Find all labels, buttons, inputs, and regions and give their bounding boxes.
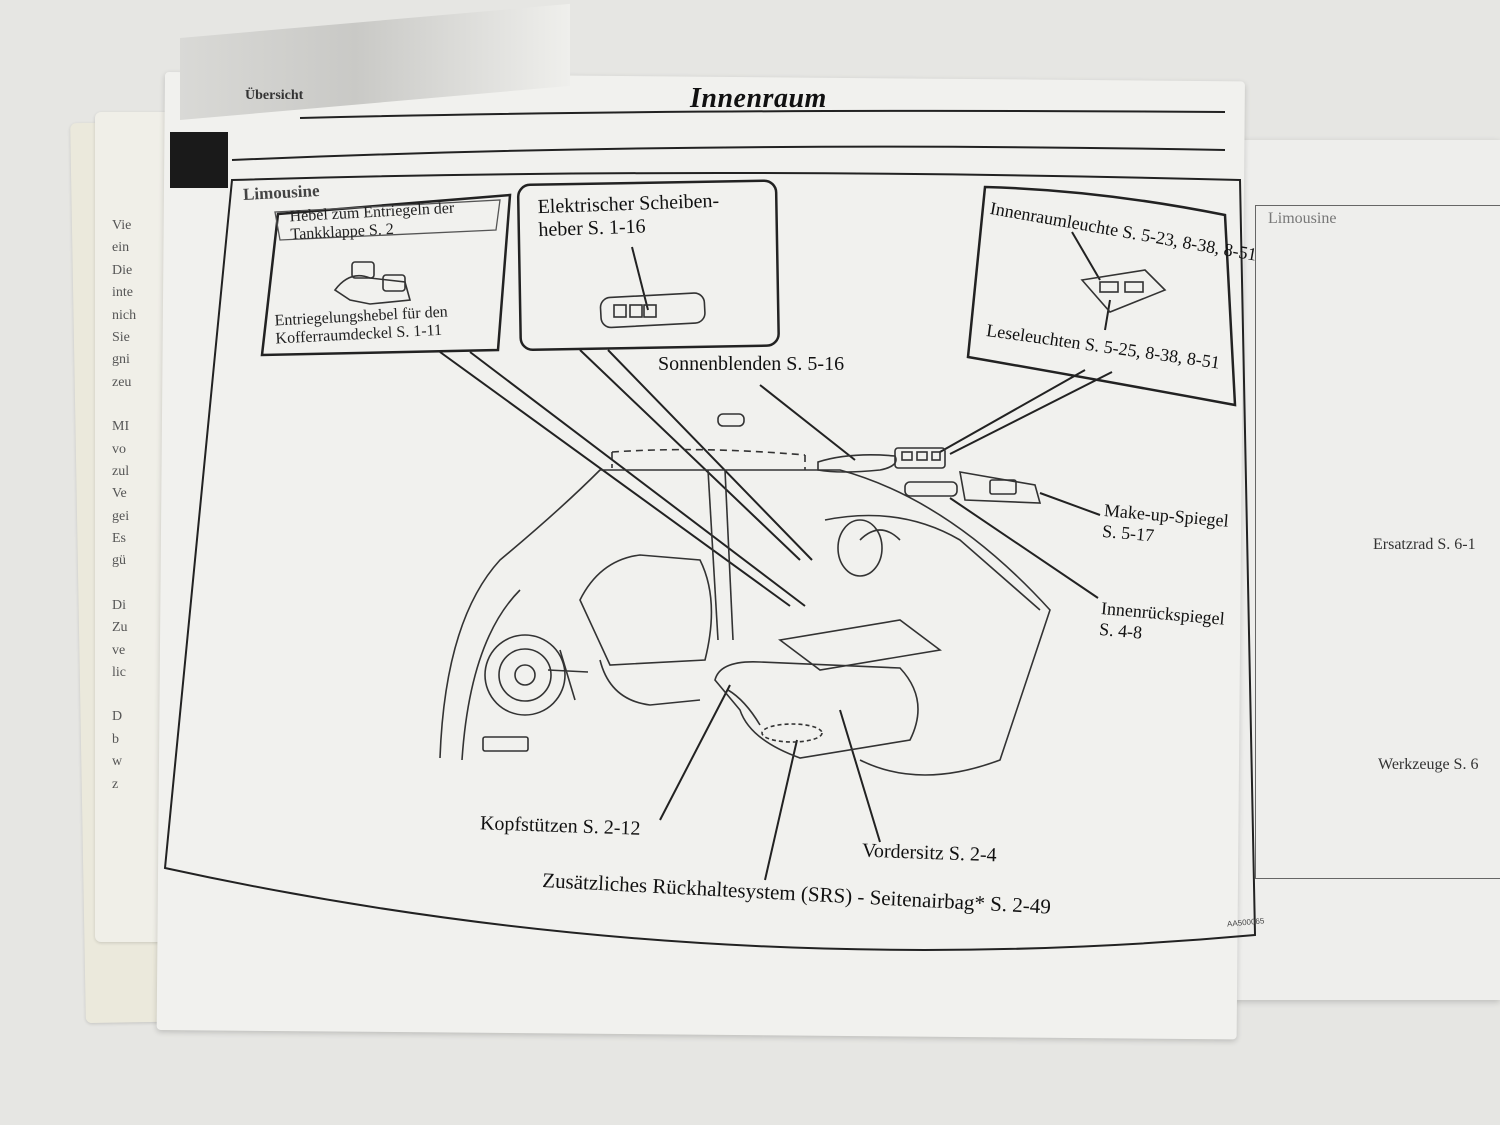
left-fragment: Sie	[112, 329, 130, 345]
leader-lines	[439, 231, 1113, 881]
header-rule	[299, 109, 1226, 119]
spare-wheel-label: Ersatzrad S. 6-1	[1373, 536, 1476, 553]
left-fragment: lic	[112, 665, 126, 681]
left-fragment: gei	[112, 508, 130, 524]
header-tab-marker	[170, 132, 228, 188]
left-fragment: z	[112, 776, 119, 792]
left-fragment: MI	[112, 419, 130, 435]
vanity-visor-shape	[959, 471, 1042, 504]
leader-mirror	[949, 497, 1099, 599]
variant-label: Limousine	[242, 181, 320, 204]
leader-headrest	[659, 684, 731, 821]
leader-trunk	[439, 351, 791, 607]
fuel-lever-sketch	[333, 274, 412, 305]
page-frame	[163, 172, 1257, 951]
left-fragment: Vie	[112, 218, 132, 233]
header-rule-double	[231, 145, 1226, 161]
leader-window	[579, 349, 801, 561]
left-fragment: zul	[112, 463, 130, 479]
left-fragment: Zu	[112, 620, 128, 636]
car-interior-drawing	[439, 413, 1051, 776]
left-fragment: ve	[112, 642, 126, 658]
airbag-outline	[761, 723, 823, 743]
right-page-variant: Limousine	[1268, 210, 1337, 227]
lamp-sketch	[1080, 269, 1167, 313]
left-fragment: w	[112, 754, 123, 770]
inset-sketches	[333, 261, 1167, 329]
tool-box	[482, 736, 529, 752]
leader-srs	[764, 739, 798, 881]
callout-lamp-box	[966, 185, 1237, 407]
left-fragment: ein	[112, 240, 130, 256]
leader-window-inset	[631, 246, 649, 311]
left-fragment: gni	[112, 352, 130, 368]
page-title: Innenraum	[690, 83, 827, 114]
sunvisor-label: Sonnenblenden S. 5-16	[658, 353, 845, 375]
callout-fuel-box	[260, 193, 512, 357]
section-label: Übersicht	[245, 88, 304, 103]
front-seat-label: Vordersitz S. 2-4	[861, 839, 997, 867]
left-fragment: Ve	[112, 486, 127, 502]
left-fragment: inte	[112, 285, 133, 301]
tools-label: Werkzeuge S. 6	[1378, 756, 1479, 773]
leader-sunvisor	[759, 384, 856, 461]
sunvisor-shape	[817, 454, 897, 473]
window-switch-sketch	[599, 292, 706, 329]
left-fragment: vo	[112, 441, 126, 457]
leader-lamp-inset	[1071, 231, 1101, 281]
left-fragment: zeu	[112, 374, 132, 390]
rearview-mirror-shape	[904, 481, 958, 497]
steering-wheel	[837, 519, 883, 577]
window-switch-label: Elektrischer Scheiben- heber S. 1-16	[537, 190, 720, 242]
left-fragment: D	[112, 709, 123, 725]
right-page-frame	[1255, 205, 1500, 879]
leader-window-2	[607, 349, 813, 561]
front-seat-shape	[714, 661, 919, 759]
right-page	[1235, 140, 1500, 1000]
callout-window-box	[516, 179, 780, 352]
spare-wheel-shape	[484, 634, 566, 716]
leader-seat	[839, 709, 881, 843]
dome-light	[717, 413, 745, 427]
left-fragment: b	[112, 731, 119, 747]
left-fragment: gü	[112, 553, 126, 569]
leader-trunk-2	[469, 351, 806, 607]
leader-reading-inset	[1104, 299, 1111, 331]
left-fragment: Es	[112, 531, 126, 547]
left-fragment: nich	[112, 307, 137, 323]
left-fragment: Di	[112, 597, 126, 613]
leader-lamp-2	[949, 371, 1113, 455]
leader-vanity	[1039, 492, 1101, 516]
left-edge-text: Vie ein Die inte nich Sie gni zeu MI vo …	[112, 215, 136, 796]
overhead-console	[894, 447, 946, 469]
jack-shape	[547, 649, 589, 701]
callout-fuel-inner	[274, 199, 501, 241]
left-fragment: Die	[112, 262, 133, 278]
leader-lamp	[939, 369, 1086, 453]
